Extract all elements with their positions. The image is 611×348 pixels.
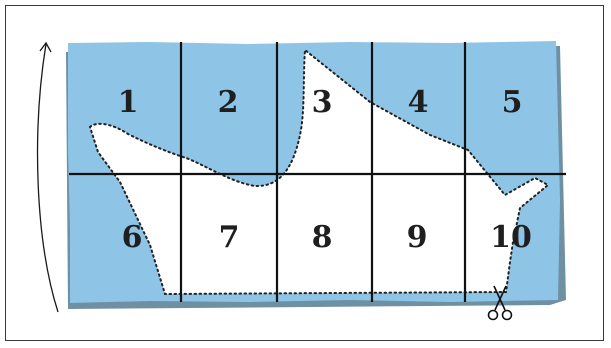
cell-number: 9 bbox=[407, 220, 428, 255]
cell-number: 7 bbox=[219, 220, 240, 255]
cell-number: 8 bbox=[312, 220, 333, 255]
cell-number: 4 bbox=[408, 85, 429, 120]
cell-number: 5 bbox=[502, 85, 523, 120]
cell-number: 6 bbox=[122, 220, 143, 255]
cell-number: 3 bbox=[312, 85, 333, 120]
cell-number: 1 bbox=[118, 85, 139, 120]
curved-arrow-icon bbox=[38, 43, 58, 312]
cell-number: 2 bbox=[218, 85, 239, 120]
cell-number: 10 bbox=[490, 220, 532, 255]
